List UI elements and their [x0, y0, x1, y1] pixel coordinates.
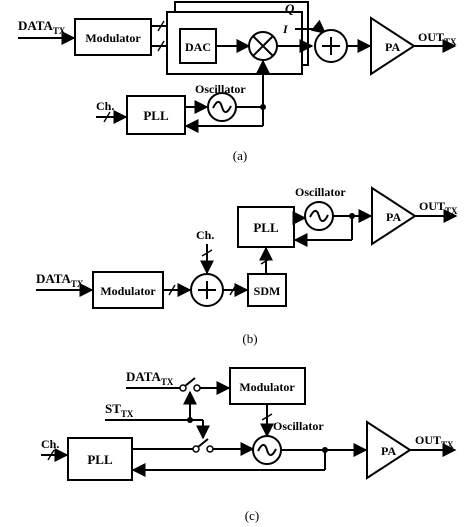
c-data-in-label: DATATX [126, 369, 174, 387]
b-sdm-label: SDM [254, 284, 281, 298]
c-pll-box [67, 437, 133, 481]
c-oscillator-label: Oscillator [273, 419, 324, 433]
a-pa-label: PA [385, 40, 400, 54]
b-oscillator-wave [309, 209, 329, 223]
c-pll-label: PLL [87, 452, 113, 467]
c-mod-bus-slash [261, 413, 273, 421]
a-dac-label: DAC [185, 40, 211, 54]
c-pa-label: PA [381, 444, 396, 458]
b-mod-bus-slash [168, 284, 176, 296]
b-adder-bus-slash [229, 284, 237, 296]
c-ch-bus-slash [47, 449, 55, 461]
a-i-bus-slash [157, 40, 165, 52]
a-mixer-x2 [252, 35, 274, 57]
a-q-label: Q [285, 1, 295, 16]
b-modulator-label: Modulator [100, 284, 156, 298]
a-ch-bus-slash [103, 111, 111, 123]
b-modulator-box [92, 271, 164, 309]
c-switch1-terminal-b [193, 384, 201, 392]
c-out-label: OUTTX [415, 433, 454, 450]
b-data-in-label: DATATX [36, 271, 84, 289]
c-switch2-blade [197, 438, 209, 448]
c-caption: (c) [245, 508, 259, 523]
b-pa-label: PA [386, 210, 401, 224]
a-modulator-label: Modulator [85, 31, 141, 45]
a-i-label: I [282, 22, 289, 36]
diagram-a: DATATX Modulator Q DAC I PA OUTT [18, 1, 457, 163]
diagram-c: DATATX Modulator STTX Oscillator Ch. PLL [41, 367, 457, 523]
a-ch-label: Ch. [96, 99, 114, 113]
a-out-label: OUTTX [418, 30, 457, 47]
b-pll-box [237, 206, 295, 248]
b-sdm-bus-slash [260, 257, 272, 265]
c-modulator-label: Modulator [239, 380, 295, 394]
b-out-label: OUTTX [419, 199, 458, 216]
a-oscillator-wave [212, 100, 232, 114]
c-switch2-terminal-b [206, 445, 214, 453]
a-data-in-label: DATATX [18, 18, 66, 36]
b-ch-label: Ch. [196, 228, 214, 242]
b-pll-label: PLL [253, 220, 279, 235]
b-sdm-box [247, 273, 287, 307]
c-pa-triangle [366, 420, 412, 480]
a-pa-triangle [370, 16, 416, 76]
c-switch1-blade [184, 377, 196, 387]
a-pll-box [126, 95, 186, 135]
c-oscillator-wave [257, 443, 277, 457]
a-caption: (a) [233, 148, 247, 163]
b-caption: (b) [242, 331, 257, 346]
b-oscillator-label: Oscillator [295, 185, 346, 199]
a-pll-label: PLL [143, 108, 169, 123]
c-ch-label: Ch. [41, 437, 59, 451]
b-ch-bus-slash [201, 249, 213, 257]
a-modulator-box [74, 18, 152, 56]
a-oscillator-label: Oscillator [195, 82, 246, 96]
c-switch2-terminal-a [192, 445, 200, 453]
b-pa-triangle [371, 186, 417, 246]
diagram-b: Oscillator PLL PA OUTTX Ch. DATATX Modul… [36, 185, 458, 346]
c-st-label: STTX [105, 401, 134, 419]
a-q-bus-slash [157, 20, 165, 32]
